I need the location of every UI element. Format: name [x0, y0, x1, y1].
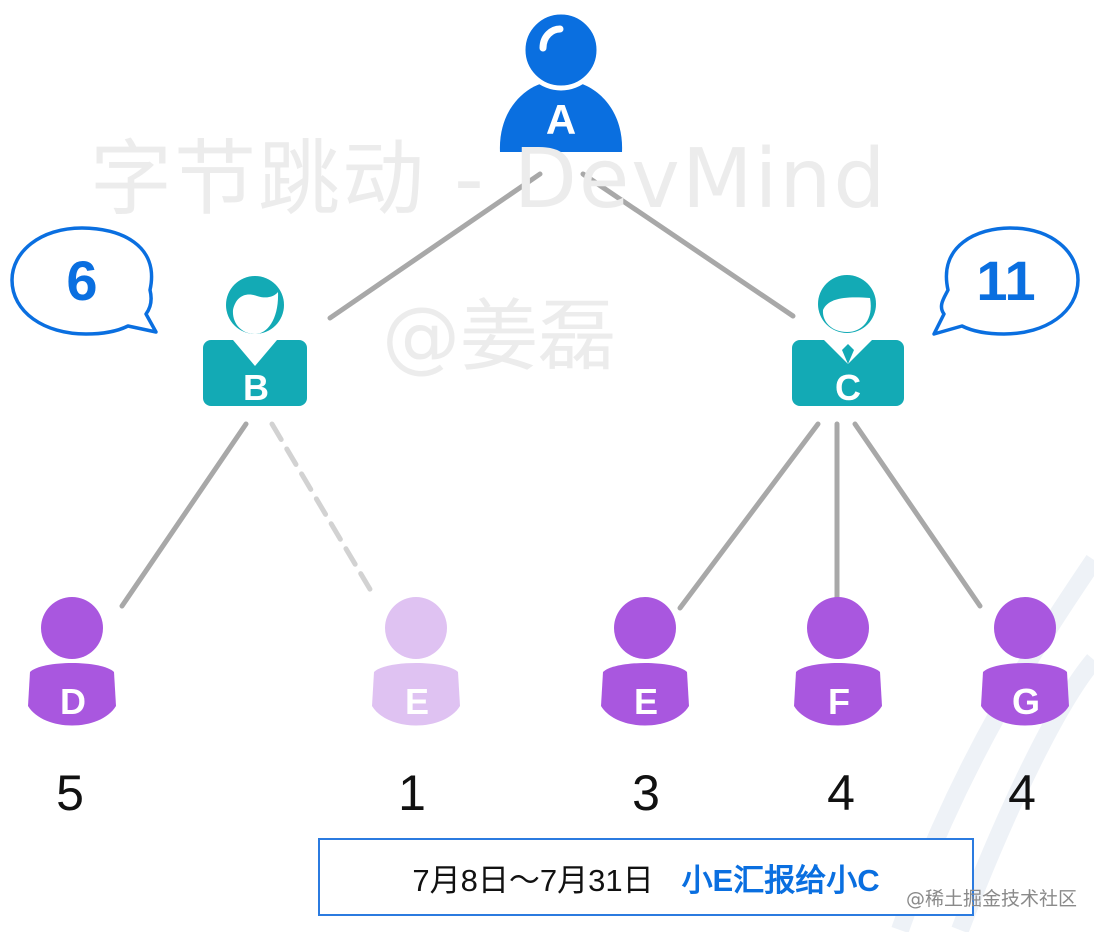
edge-a-b: [327, 171, 543, 321]
count-d: 5: [56, 765, 84, 821]
person-icon-g: [981, 597, 1069, 726]
node-label-a: A: [546, 96, 576, 143]
count-e: 3: [632, 765, 660, 821]
node-label-g: G: [1012, 681, 1040, 722]
person-icon-d: [28, 597, 116, 726]
speech-bubble-c: [932, 226, 1080, 336]
count-f: 4: [827, 765, 855, 821]
person-icon-e: [601, 597, 689, 726]
speech-bubble-b: [10, 226, 158, 336]
node-label-c: C: [835, 367, 861, 408]
count-g: 4: [1008, 765, 1036, 821]
node-label-d: D: [60, 681, 86, 722]
edge-b-e-dashed: [269, 421, 377, 599]
node-label-e: E: [634, 681, 658, 722]
bubble-b-value: 6: [66, 249, 98, 312]
edge-c-e: [677, 421, 821, 611]
person-icon-b: [203, 272, 307, 406]
bubble-c-value: 11: [976, 249, 1036, 312]
legend-box: 7月8日～7月31日 小E汇报给小C: [318, 838, 974, 916]
legend-date-range: 7月8日～7月31日: [412, 862, 654, 898]
person-icon-a: [499, 9, 623, 152]
person-icon-f: [794, 597, 882, 726]
person-icon-c: [792, 271, 904, 406]
legend-note: 小E汇报给小C: [681, 862, 880, 898]
source-credit: @稀土掘金技术社区: [906, 888, 1078, 910]
node-label-e-faded: E: [405, 681, 429, 722]
count-e-faded: 1: [398, 765, 426, 821]
node-label-b: B: [243, 367, 269, 408]
edge-c-g: [852, 421, 983, 609]
node-label-f: F: [828, 681, 850, 722]
person-icon-e-faded: [372, 597, 460, 726]
edge-a-c: [580, 171, 796, 319]
edge-b-d: [119, 421, 249, 609]
